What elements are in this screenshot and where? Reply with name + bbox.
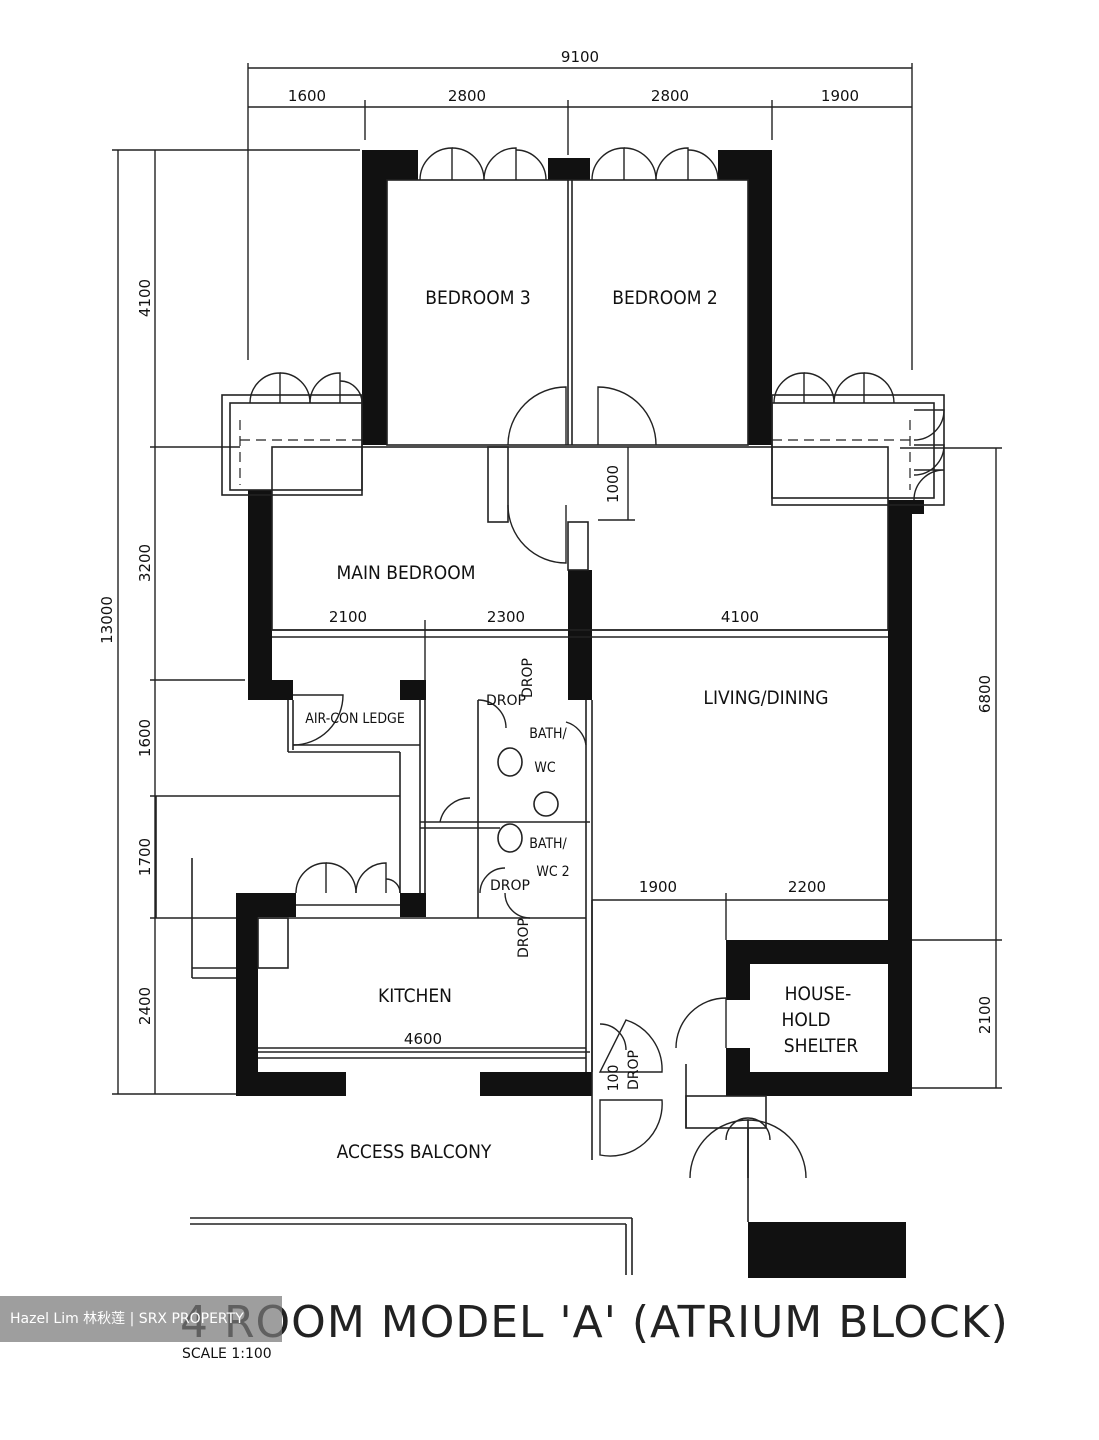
dim-ld-b: 2200	[788, 878, 826, 896]
dim-w1: 1600	[288, 87, 326, 105]
plan-scale: SCALE 1:100	[182, 1346, 272, 1362]
door-swings	[249, 147, 945, 1179]
watermark-banner: Hazel Lim 林秋莲 | SRX PROPERTY	[0, 1296, 282, 1342]
dim-w2: 2800	[448, 87, 486, 105]
dim-h2: 3200	[136, 544, 154, 582]
room-label-aircon-ledge: AIR-CON LEDGE	[305, 711, 405, 727]
dim-w4: 1900	[821, 87, 859, 105]
dim-r1: 6800	[976, 675, 994, 713]
room-label-wc-1: WC	[534, 760, 555, 776]
dim-ld-a: 1900	[639, 878, 677, 896]
room-label-household-2: HOLD	[782, 1009, 831, 1031]
drop-label-1: DROP	[486, 693, 526, 709]
drop-label-3: DROP	[520, 658, 536, 698]
dim-h1: 4100	[136, 279, 154, 317]
dim-w3: 2800	[651, 87, 689, 105]
dashed-lines	[239, 420, 911, 490]
dim-ld-w: 4100	[721, 608, 759, 626]
dim-h3: 1600	[136, 719, 154, 757]
dim-h4: 1700	[136, 838, 154, 876]
room-label-wc-2: WC 2	[536, 864, 569, 880]
room-label-access-balcony: ACCESS BALCONY	[337, 1141, 492, 1163]
room-label-bedroom-2: BEDROOM 2	[612, 287, 718, 309]
room-label-household-3: SHELTER	[784, 1035, 859, 1057]
dim-h5: 2400	[136, 987, 154, 1025]
thin-walls	[155, 179, 945, 1275]
dim-kitchen-w: 4600	[404, 1030, 442, 1048]
dim-total-width: 9100	[561, 48, 599, 66]
dim-total-height: 13000	[98, 596, 116, 644]
dim-mb-a: 2100	[329, 608, 367, 626]
room-label-bath-2: BATH/	[529, 836, 567, 852]
drop-label-4: DROP	[516, 918, 532, 958]
room-label-kitchen: KITCHEN	[378, 985, 452, 1007]
drop-label-5: DROP	[626, 1050, 642, 1090]
room-label-living-dining: LIVING/DINING	[703, 687, 828, 709]
bath-fixtures	[497, 747, 559, 853]
door-label-100: 100	[606, 1065, 622, 1092]
room-label-household-1: HOUSE-	[785, 983, 852, 1005]
drop-label-2: DROP	[490, 878, 530, 894]
room-label-bath-1: BATH/	[529, 726, 567, 742]
room-label-bedroom-3: BEDROOM 3	[425, 287, 531, 309]
dim-r2: 2100	[976, 996, 994, 1034]
dim-mb-b: 2300	[487, 608, 525, 626]
plan-title: 4 ROOM MODEL 'A' (ATRIUM BLOCK)	[180, 1297, 1009, 1348]
room-label-main-bedroom: MAIN BEDROOM	[337, 562, 476, 584]
dim-corridor: 1000	[604, 465, 622, 503]
walls	[236, 150, 924, 1278]
